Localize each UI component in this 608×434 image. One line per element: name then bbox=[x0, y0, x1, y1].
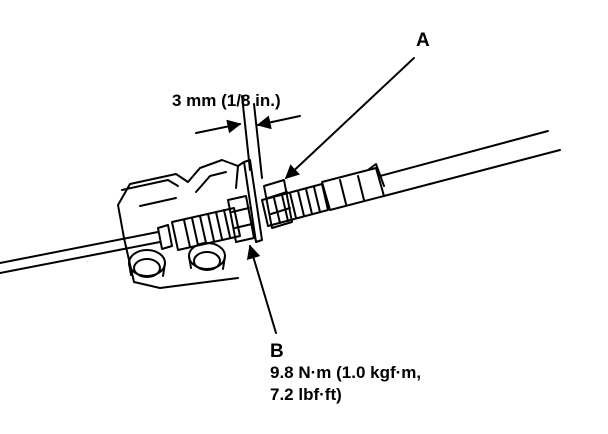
torque-spec-line-2: 7.2 lbf·ft) bbox=[270, 385, 342, 404]
torque-spec-line-1: 9.8 N·m (1.0 kgf·m, bbox=[270, 363, 422, 382]
clearance-dimension bbox=[195, 95, 301, 179]
leader-b bbox=[246, 244, 277, 334]
adjusting-nut-a bbox=[263, 179, 293, 229]
mounting-bracket bbox=[117, 159, 239, 289]
clearance-label: 3 mm (1/8 in.) bbox=[172, 91, 281, 110]
lock-nut-b bbox=[227, 195, 255, 243]
callout-label-b: B bbox=[270, 341, 284, 362]
cable-left bbox=[0, 231, 161, 274]
bracket-plate bbox=[237, 159, 263, 243]
callout-label-a: A bbox=[416, 30, 430, 51]
cable-right bbox=[379, 130, 561, 197]
threaded-housing bbox=[157, 183, 329, 251]
cable-end-fitting bbox=[321, 163, 385, 211]
bracket-bolt-left bbox=[128, 249, 166, 278]
leader-a bbox=[284, 57, 415, 179]
